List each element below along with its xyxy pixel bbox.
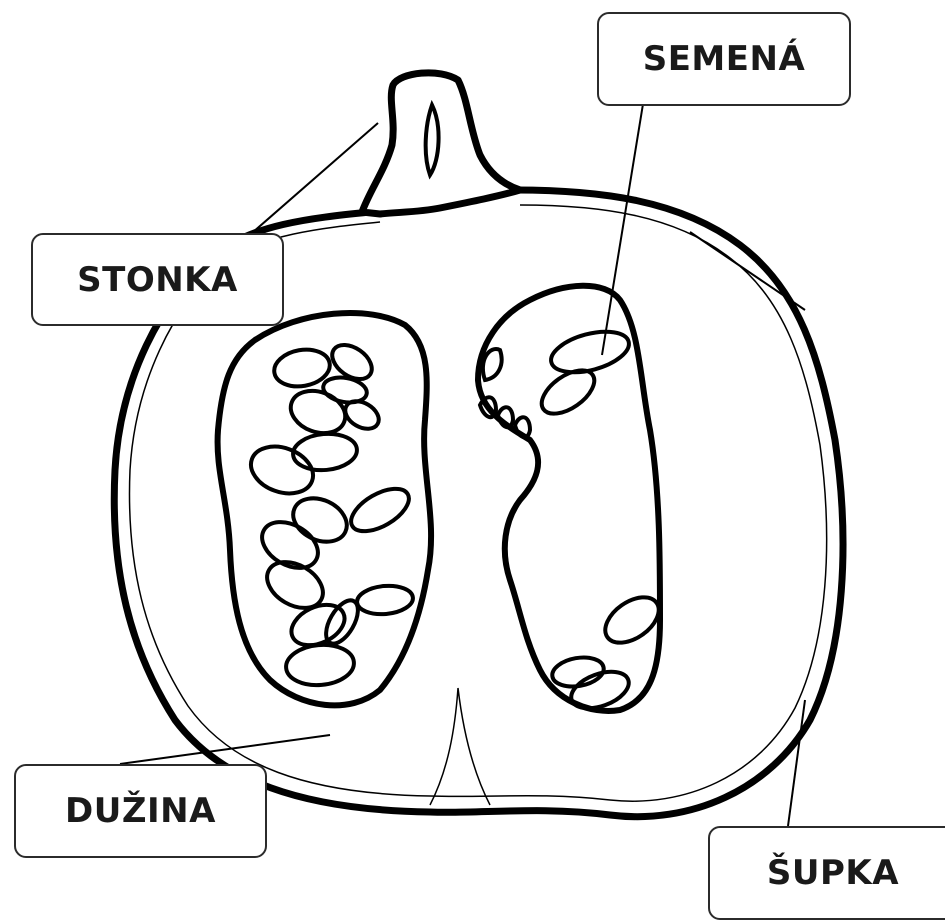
label-supka-text: ŠUPKA — [767, 853, 899, 893]
supka-leader-top — [690, 232, 805, 310]
label-semena: SEMENÁ — [597, 12, 851, 106]
label-stonka: STONKA — [31, 233, 284, 326]
label-supka: ŠUPKA — [708, 826, 945, 920]
left-seeds — [244, 338, 415, 688]
pumpkin-center-crease — [430, 688, 490, 805]
label-duzina: DUŽINA — [14, 764, 267, 858]
semena-leader-line — [602, 104, 643, 355]
label-duzina-text: DUŽINA — [65, 791, 216, 831]
label-stonka-text: STONKA — [77, 260, 238, 300]
supka-leader-line — [788, 700, 805, 826]
duzina-leader-line — [120, 735, 330, 764]
label-semena-text: SEMENÁ — [643, 39, 806, 79]
right-seed-cavity — [478, 286, 660, 711]
pumpkin-stem — [362, 73, 520, 214]
